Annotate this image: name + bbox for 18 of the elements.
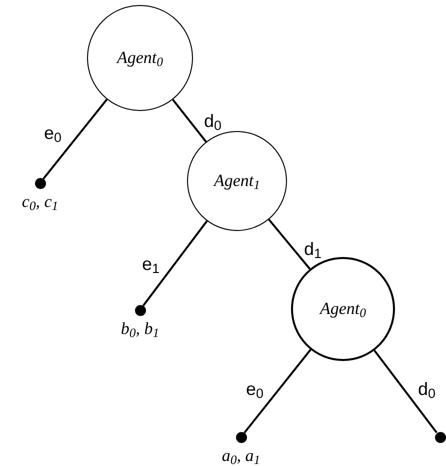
connector-line — [244, 349, 312, 434]
edge-label: d$_{1}$ — [304, 240, 322, 258]
connector-line — [142, 220, 208, 306]
leaf-label: a$_{0}$, a$_{1}$ — [222, 447, 260, 464]
edge-label: d$_{0}$ — [204, 112, 222, 130]
connector-line — [172, 99, 207, 142]
connector-line — [268, 218, 311, 270]
agent-label: Agent$_{0}$ — [320, 298, 366, 322]
leaf-label: c$_{0}$, c$_{1}$ — [22, 193, 58, 210]
edge-label: e$_{1}$ — [142, 255, 160, 273]
connector-line — [374, 350, 438, 434]
agent-label: Agent$_{0}$ — [116, 47, 164, 71]
edge-label: e$_{0}$ — [246, 380, 264, 398]
edge-label: d$_{0}$ — [418, 380, 436, 398]
edge-label: e$_{0}$ — [44, 124, 62, 142]
agent-label: Agent$_{1}$ — [214, 170, 260, 194]
connector-line — [42, 98, 108, 180]
leaf-label: b$_{0}$, b$_{1}$ — [120, 320, 160, 337]
